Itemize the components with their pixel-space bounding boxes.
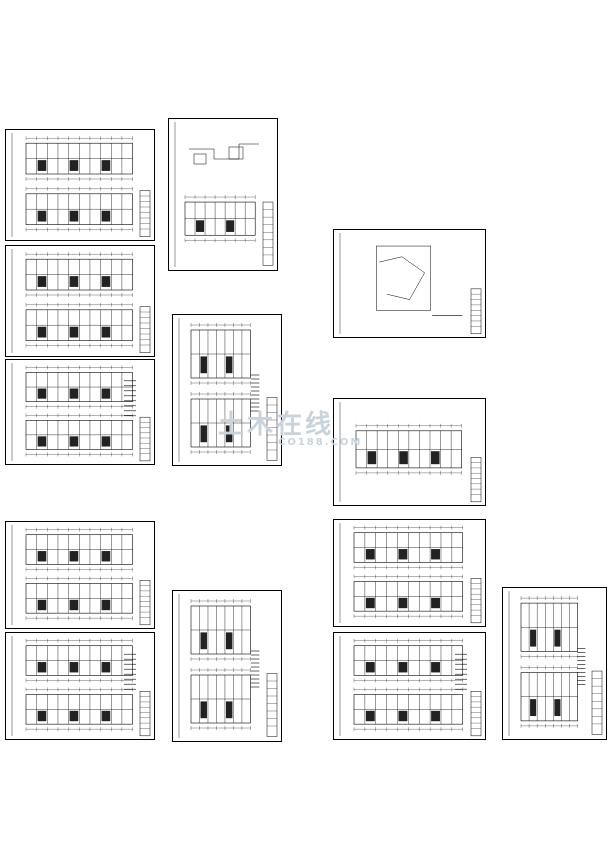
drawing-sheet-s9[interactable] [5,632,155,740]
drawing-sheet-s12[interactable] [333,632,486,740]
sheet-linework [174,122,274,267]
sheet-linework [11,636,151,737]
drawing-sheet-s10[interactable] [172,590,282,742]
watermark-text: 土木在线 [218,410,335,440]
sheet-linework [178,594,278,738]
drawing-sheet-s13[interactable] [502,587,607,740]
sheet-linework [339,636,482,737]
drawing-sheet-s8[interactable] [5,521,155,629]
sheet-linework [11,249,151,353]
sheet-linework [11,133,151,237]
sheet-linework [508,591,603,736]
sheet-linework [11,363,151,462]
drawing-sheet-s1[interactable] [5,129,155,241]
watermark-subtext: CO188.COM [278,437,363,448]
sheet-linework [11,525,151,626]
sheet-linework [178,318,278,462]
watermark: 土木在线 CO188.COM [218,404,362,448]
sheet-linework [339,523,482,624]
drawing-sheet-s3[interactable] [5,245,155,357]
sheet-linework [339,402,482,503]
drawing-sheet-s4[interactable] [5,359,155,465]
drawing-sheet-s11[interactable] [333,519,486,627]
sheet-linework [339,233,482,335]
drawing-sheet-s6[interactable] [333,229,486,338]
drawing-sheet-s2[interactable] [168,118,278,271]
drawing-sheet-s7[interactable] [333,398,486,506]
drawing-sheet-s5[interactable] [172,314,282,466]
